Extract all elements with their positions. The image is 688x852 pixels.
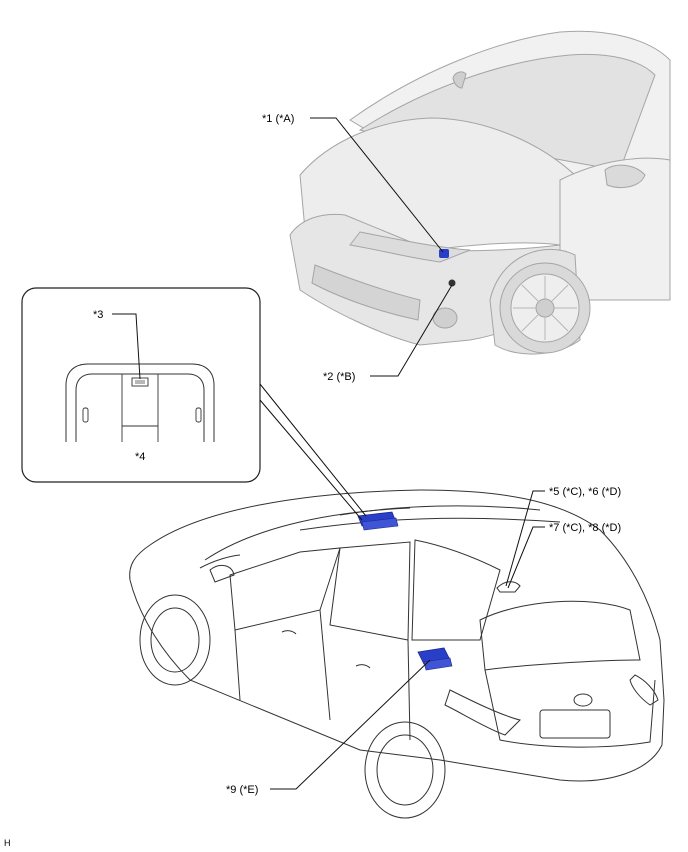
rear-vehicle-illustration	[129, 489, 665, 819]
callout-label-3: *3	[93, 309, 103, 321]
front-connector-highlight	[448, 279, 456, 287]
roof-module-highlight	[357, 511, 399, 531]
callout-label-5-6: *5 (*C), *6 (*D)	[549, 486, 621, 498]
leader-lines	[112, 117, 545, 790]
sheet-code: H	[4, 838, 11, 848]
inset-panel	[21, 287, 261, 483]
side-module-highlight	[417, 647, 453, 671]
front-sensor-highlight	[439, 249, 449, 258]
front-vehicle-illustration	[289, 30, 671, 355]
callout-label-4: *4	[135, 451, 145, 463]
callout-label-2: *2 (*B)	[323, 371, 355, 383]
callout-label-7-8: *7 (*C), *8 (*D)	[549, 522, 621, 534]
callout-label-1: *1 (*A)	[262, 113, 294, 125]
callout-label-9: *9 (*E)	[226, 784, 258, 796]
